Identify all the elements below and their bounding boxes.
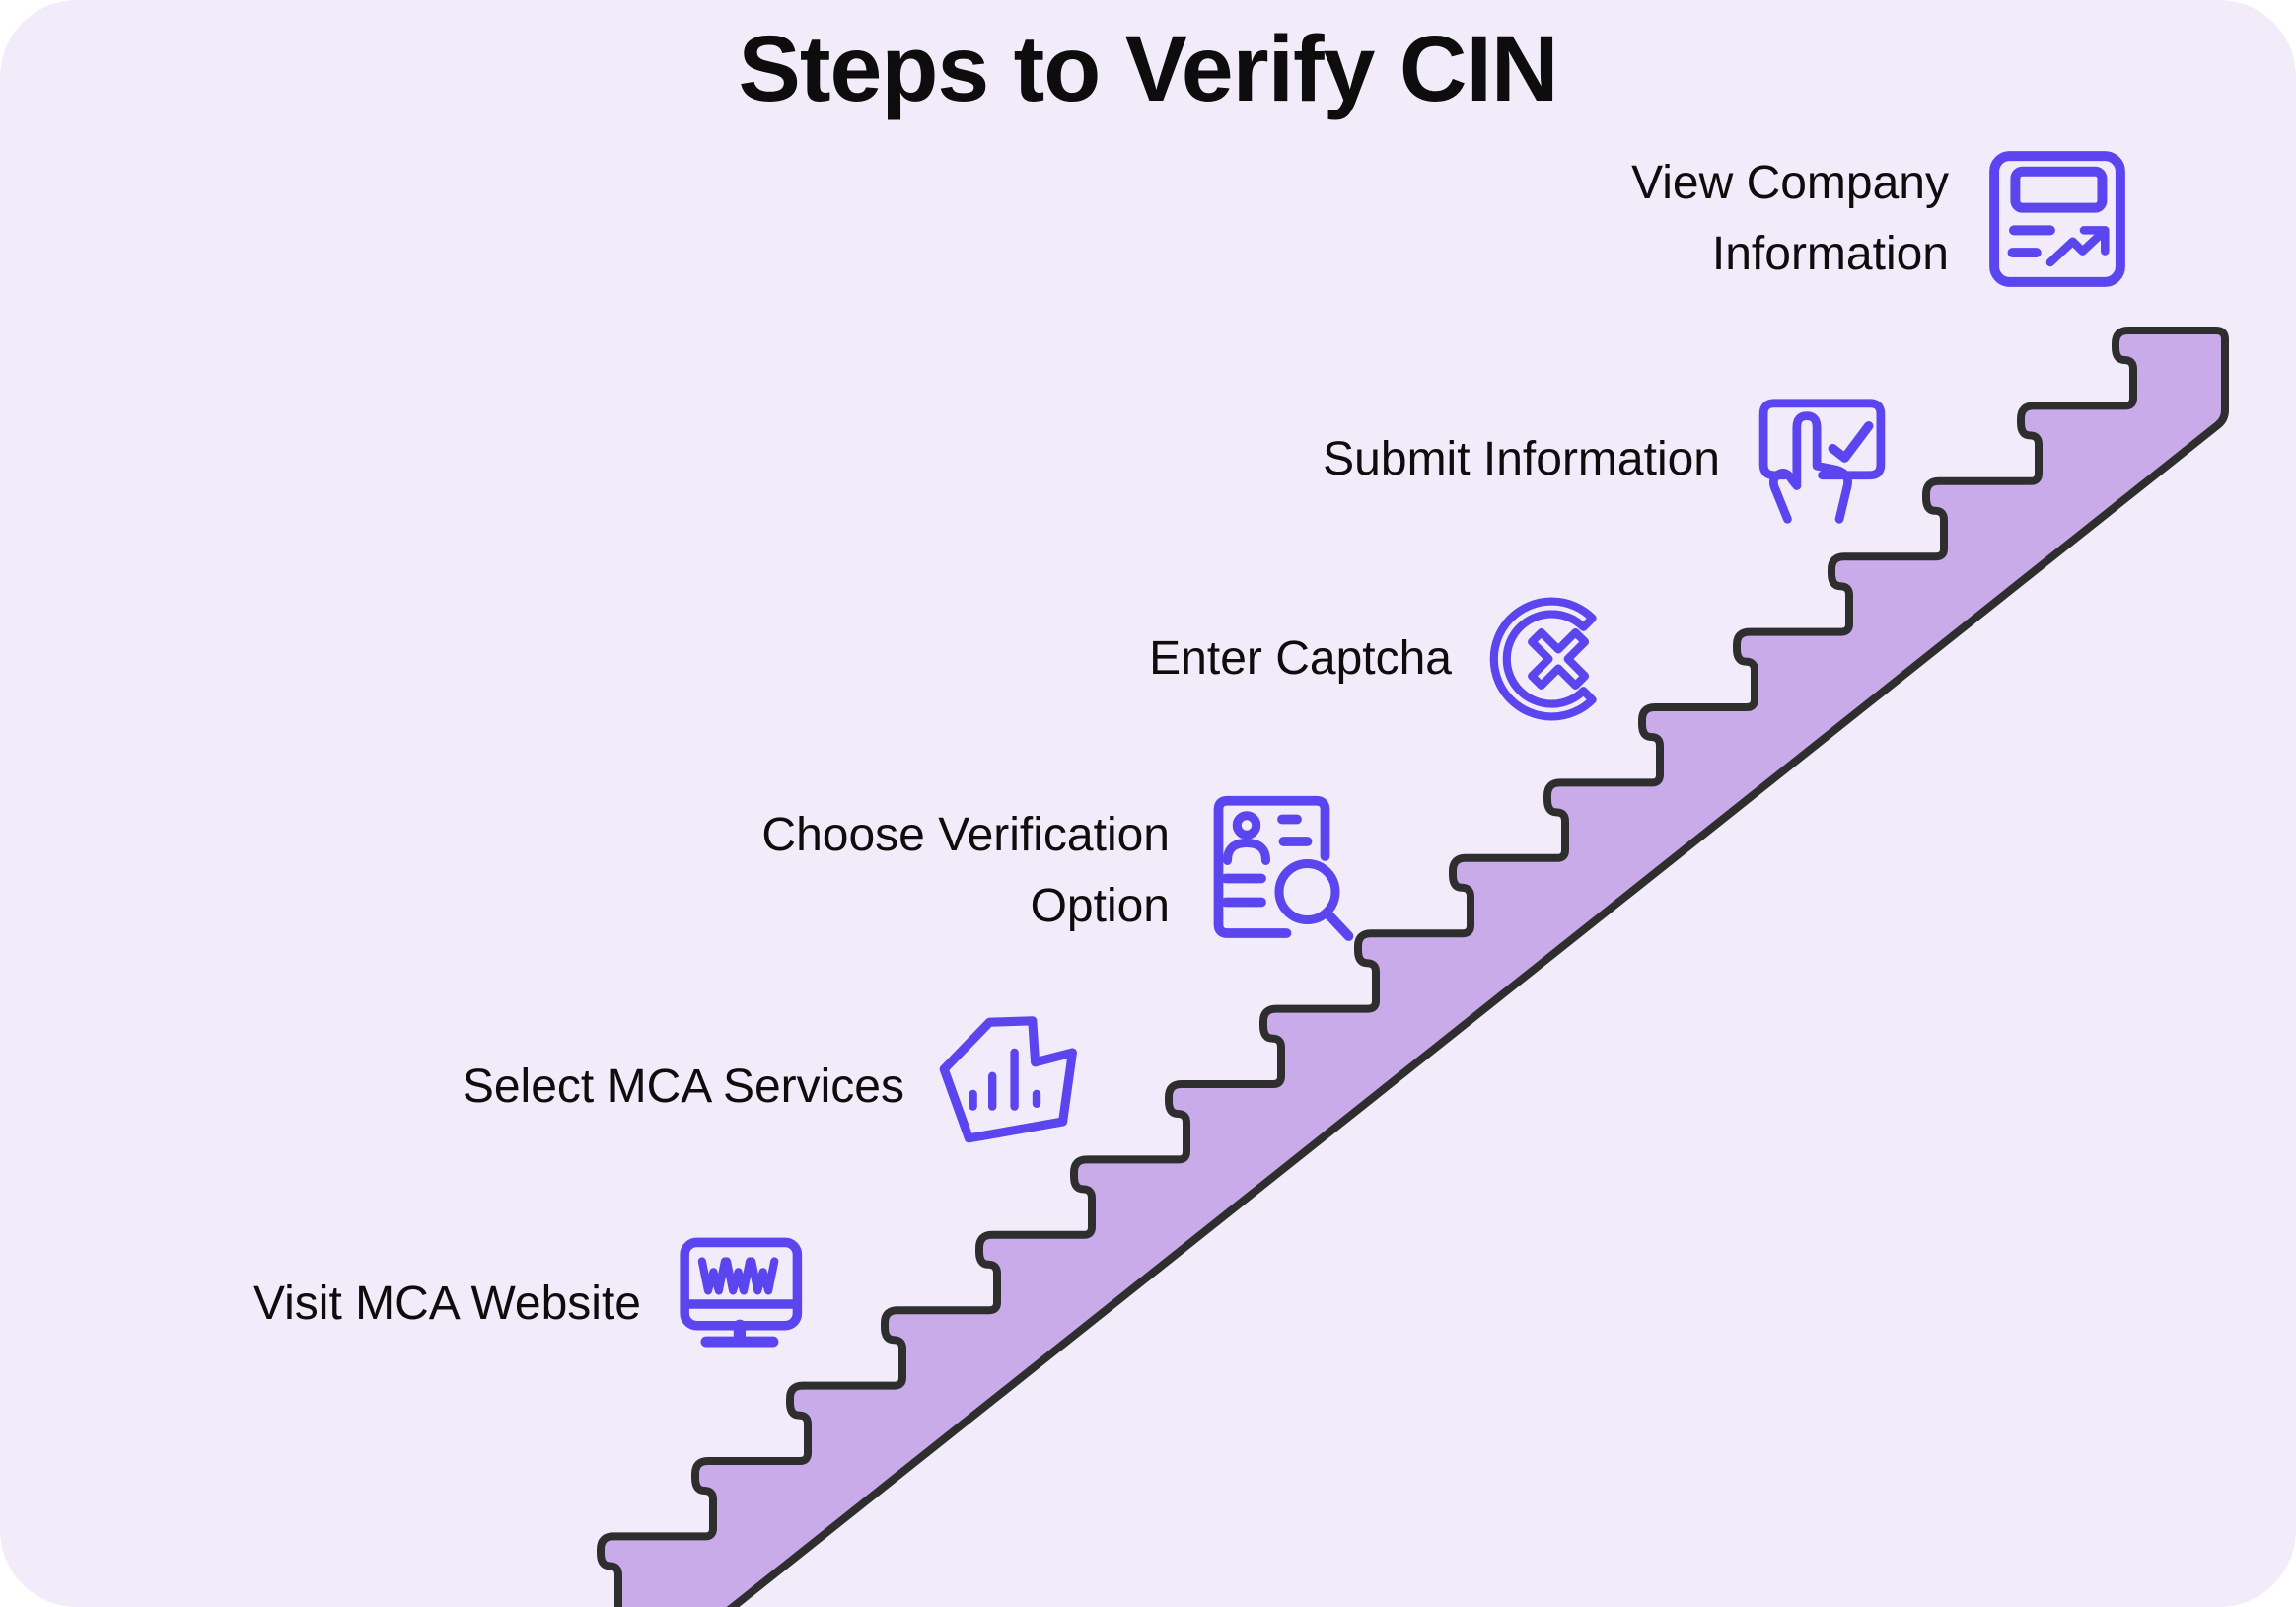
- company-report-icon: [1989, 151, 2125, 287]
- step-row-visit-mca-website: Visit MCA Website: [253, 1237, 811, 1371]
- page-title: Steps to Verify CIN: [738, 17, 1559, 121]
- staircase-shape: [597, 327, 2229, 1607]
- step-row-enter-captcha: Enter Captcha: [1149, 592, 1621, 726]
- step-label: View Company Information: [1631, 157, 1949, 280]
- step-row-select-mca-services: Select MCA Services: [462, 1016, 1078, 1156]
- services-chart-icon: [939, 1016, 1077, 1143]
- www-monitor-icon: [680, 1237, 803, 1348]
- step-label: Visit MCA Website: [252, 1278, 641, 1330]
- id-card-search-icon: [1213, 795, 1354, 941]
- step-label: Select MCA Services: [462, 1060, 904, 1113]
- captcha-c-x-icon: [1489, 597, 1597, 721]
- step-row-submit-information: Submit Information: [1323, 393, 1889, 526]
- step-label: Enter Captcha: [1149, 632, 1452, 685]
- step-label: Submit Information: [1323, 432, 1720, 485]
- step-row-choose-verification-option: Choose Verification Option: [761, 795, 1354, 945]
- tap-check-icon: [1758, 399, 1886, 524]
- step-row-view-company-information: View Company Information: [1631, 148, 2130, 290]
- step-label: Choose Verification Option: [761, 809, 1170, 932]
